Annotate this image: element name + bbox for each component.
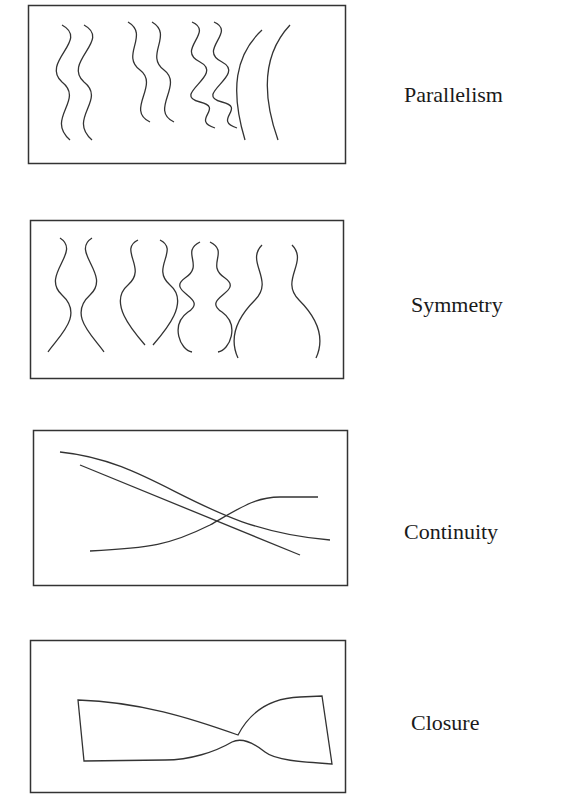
panel-frame [31, 221, 344, 379]
principle-label: Continuity [404, 519, 498, 545]
principle-label: Symmetry [411, 292, 503, 318]
principle-label: Parallelism [404, 82, 503, 108]
panel-frame [31, 641, 346, 793]
closed-outline [78, 696, 332, 764]
panel-frame [29, 6, 346, 164]
parallel-curves [56, 22, 290, 140]
symmetric-curves [48, 238, 320, 358]
principle-label: Closure [411, 710, 479, 736]
panel-frame [34, 431, 348, 586]
crossing-lines [60, 452, 330, 555]
